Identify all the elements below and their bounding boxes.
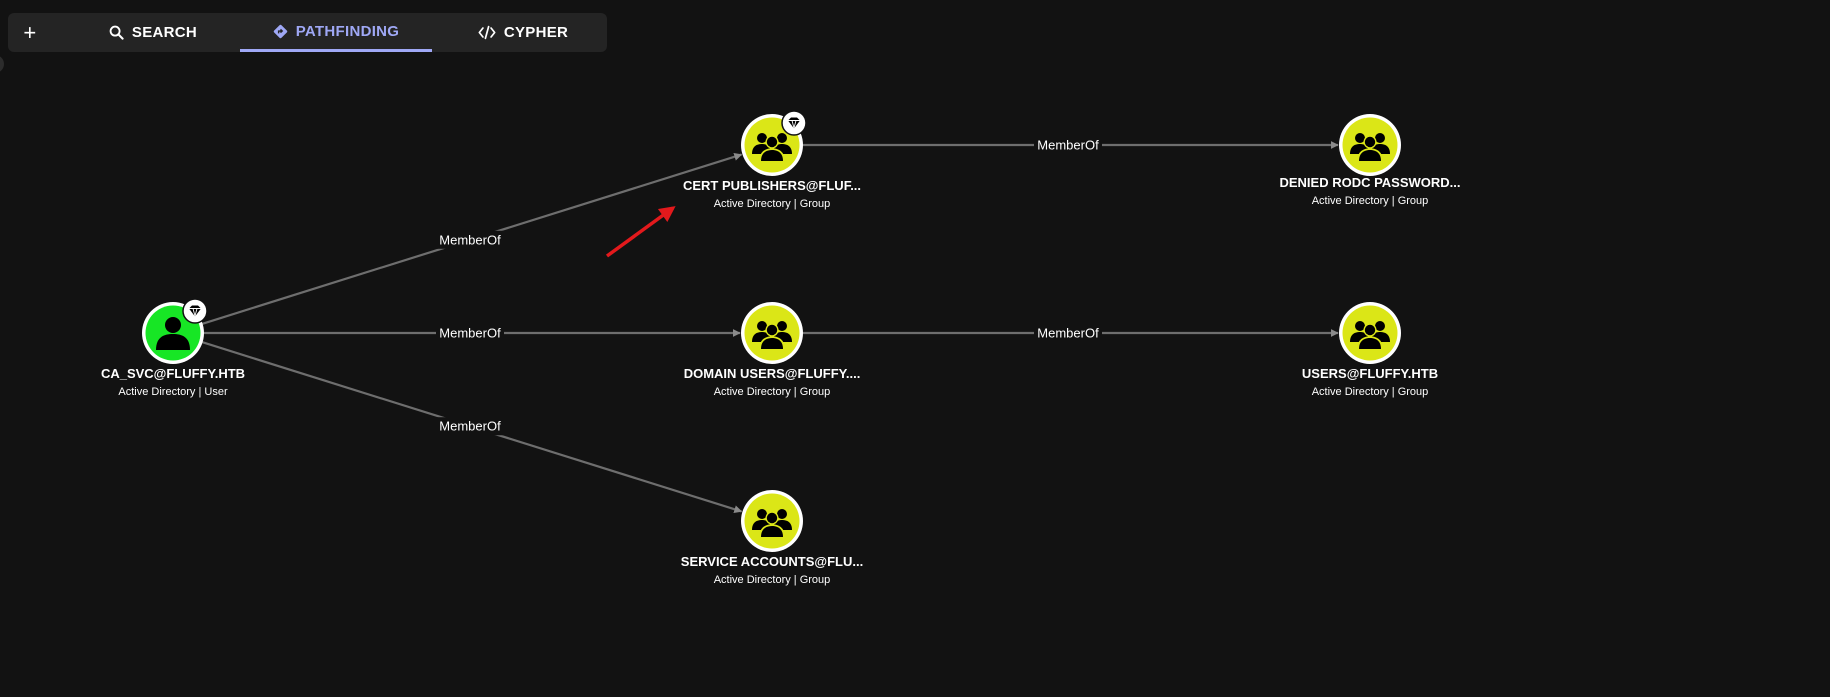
annotation-red-arrow bbox=[605, 206, 676, 258]
node-type-label: Active Directory | Group bbox=[714, 198, 831, 210]
node-label: CERT PUBLISHERS@FLUF... bbox=[683, 178, 861, 193]
group-icon bbox=[752, 321, 792, 350]
nodes-layer: CA_SVC@FLUFFY.HTB Active Directory | User… bbox=[101, 110, 1461, 586]
edge-cert_pub-denied_rodc[interactable]: MemberOf bbox=[802, 136, 1339, 154]
edge-label-bg bbox=[436, 324, 504, 342]
search-tab-bar: + SEARCH PATHFINDING CYPHER bbox=[8, 13, 607, 52]
node-type-label: Active Directory | Group bbox=[714, 386, 831, 398]
node-type-label: Active Directory | Group bbox=[1312, 195, 1429, 207]
node-service-acc[interactable]: SERVICE ACCOUNTS@FLU... Active Directory … bbox=[681, 490, 863, 586]
group-icon bbox=[752, 133, 792, 162]
add-button[interactable]: + bbox=[23, 19, 37, 45]
node-type-label: Active Directory | Group bbox=[1312, 386, 1429, 398]
node-domain-users[interactable]: DOMAIN USERS@FLUFFY.... Active Directory … bbox=[684, 302, 861, 398]
search-icon bbox=[109, 25, 124, 40]
tab-pathfinding[interactable]: PATHFINDING bbox=[240, 13, 432, 52]
group-icon bbox=[1350, 133, 1390, 162]
edge-label: MemberOf bbox=[1037, 138, 1099, 153]
node-denied-rodc[interactable]: DENIED RODC PASSWORD... Active Directory … bbox=[1279, 114, 1461, 207]
edge-ca_svc-cert_pub[interactable]: MemberOf bbox=[201, 152, 743, 326]
panel-collapse-handle[interactable] bbox=[0, 55, 4, 73]
tab-pathfinding-label: PATHFINDING bbox=[295, 22, 400, 40]
node-users[interactable]: USERS@FLUFFY.HTB Active Directory | Group bbox=[1302, 302, 1438, 398]
edge-label: MemberOf bbox=[439, 326, 501, 341]
node-ca-svc[interactable]: CA_SVC@FLUFFY.HTB Active Directory | User bbox=[101, 298, 245, 398]
edge-label: MemberOf bbox=[439, 232, 501, 247]
node-label: DOMAIN USERS@FLUFFY.... bbox=[684, 366, 861, 381]
edge-label-bg bbox=[1034, 136, 1102, 154]
group-icon bbox=[752, 509, 792, 538]
tab-search-label: SEARCH bbox=[131, 24, 198, 41]
node-cert-pub[interactable]: CERT PUBLISHERS@FLUF... Active Directory … bbox=[683, 110, 861, 210]
edge-label-bg bbox=[1034, 324, 1102, 342]
tier-zero-gem-icon bbox=[781, 110, 807, 136]
node-type-label: Active Directory | Group bbox=[714, 574, 831, 586]
edge-label-bg bbox=[436, 230, 504, 249]
edge-label: MemberOf bbox=[439, 419, 501, 434]
user-icon bbox=[156, 317, 190, 350]
node-type-label: Active Directory | User bbox=[118, 386, 228, 398]
node-label: USERS@FLUFFY.HTB bbox=[1302, 366, 1438, 381]
group-icon bbox=[1350, 321, 1390, 350]
edge-ca_svc-domain_users[interactable]: MemberOf bbox=[203, 324, 741, 342]
route-diamond-icon bbox=[273, 24, 287, 38]
edge-domain_users-users[interactable]: MemberOf bbox=[802, 324, 1339, 342]
edge-label: MemberOf bbox=[1037, 326, 1099, 341]
node-label: CA_SVC@FLUFFY.HTB bbox=[101, 366, 245, 381]
node-label: DENIED RODC PASSWORD... bbox=[1279, 175, 1460, 190]
node-label: SERVICE ACCOUNTS@FLU... bbox=[681, 554, 863, 569]
code-icon bbox=[478, 25, 496, 40]
tab-search[interactable]: SEARCH bbox=[98, 13, 208, 52]
tab-cypher-label: CYPHER bbox=[503, 24, 569, 41]
edge-ca_svc-service_acc[interactable]: MemberOf bbox=[201, 340, 743, 514]
tier-zero-gem-icon bbox=[182, 298, 208, 324]
edge-label-bg bbox=[436, 417, 504, 436]
tab-cypher[interactable]: CYPHER bbox=[458, 13, 588, 52]
